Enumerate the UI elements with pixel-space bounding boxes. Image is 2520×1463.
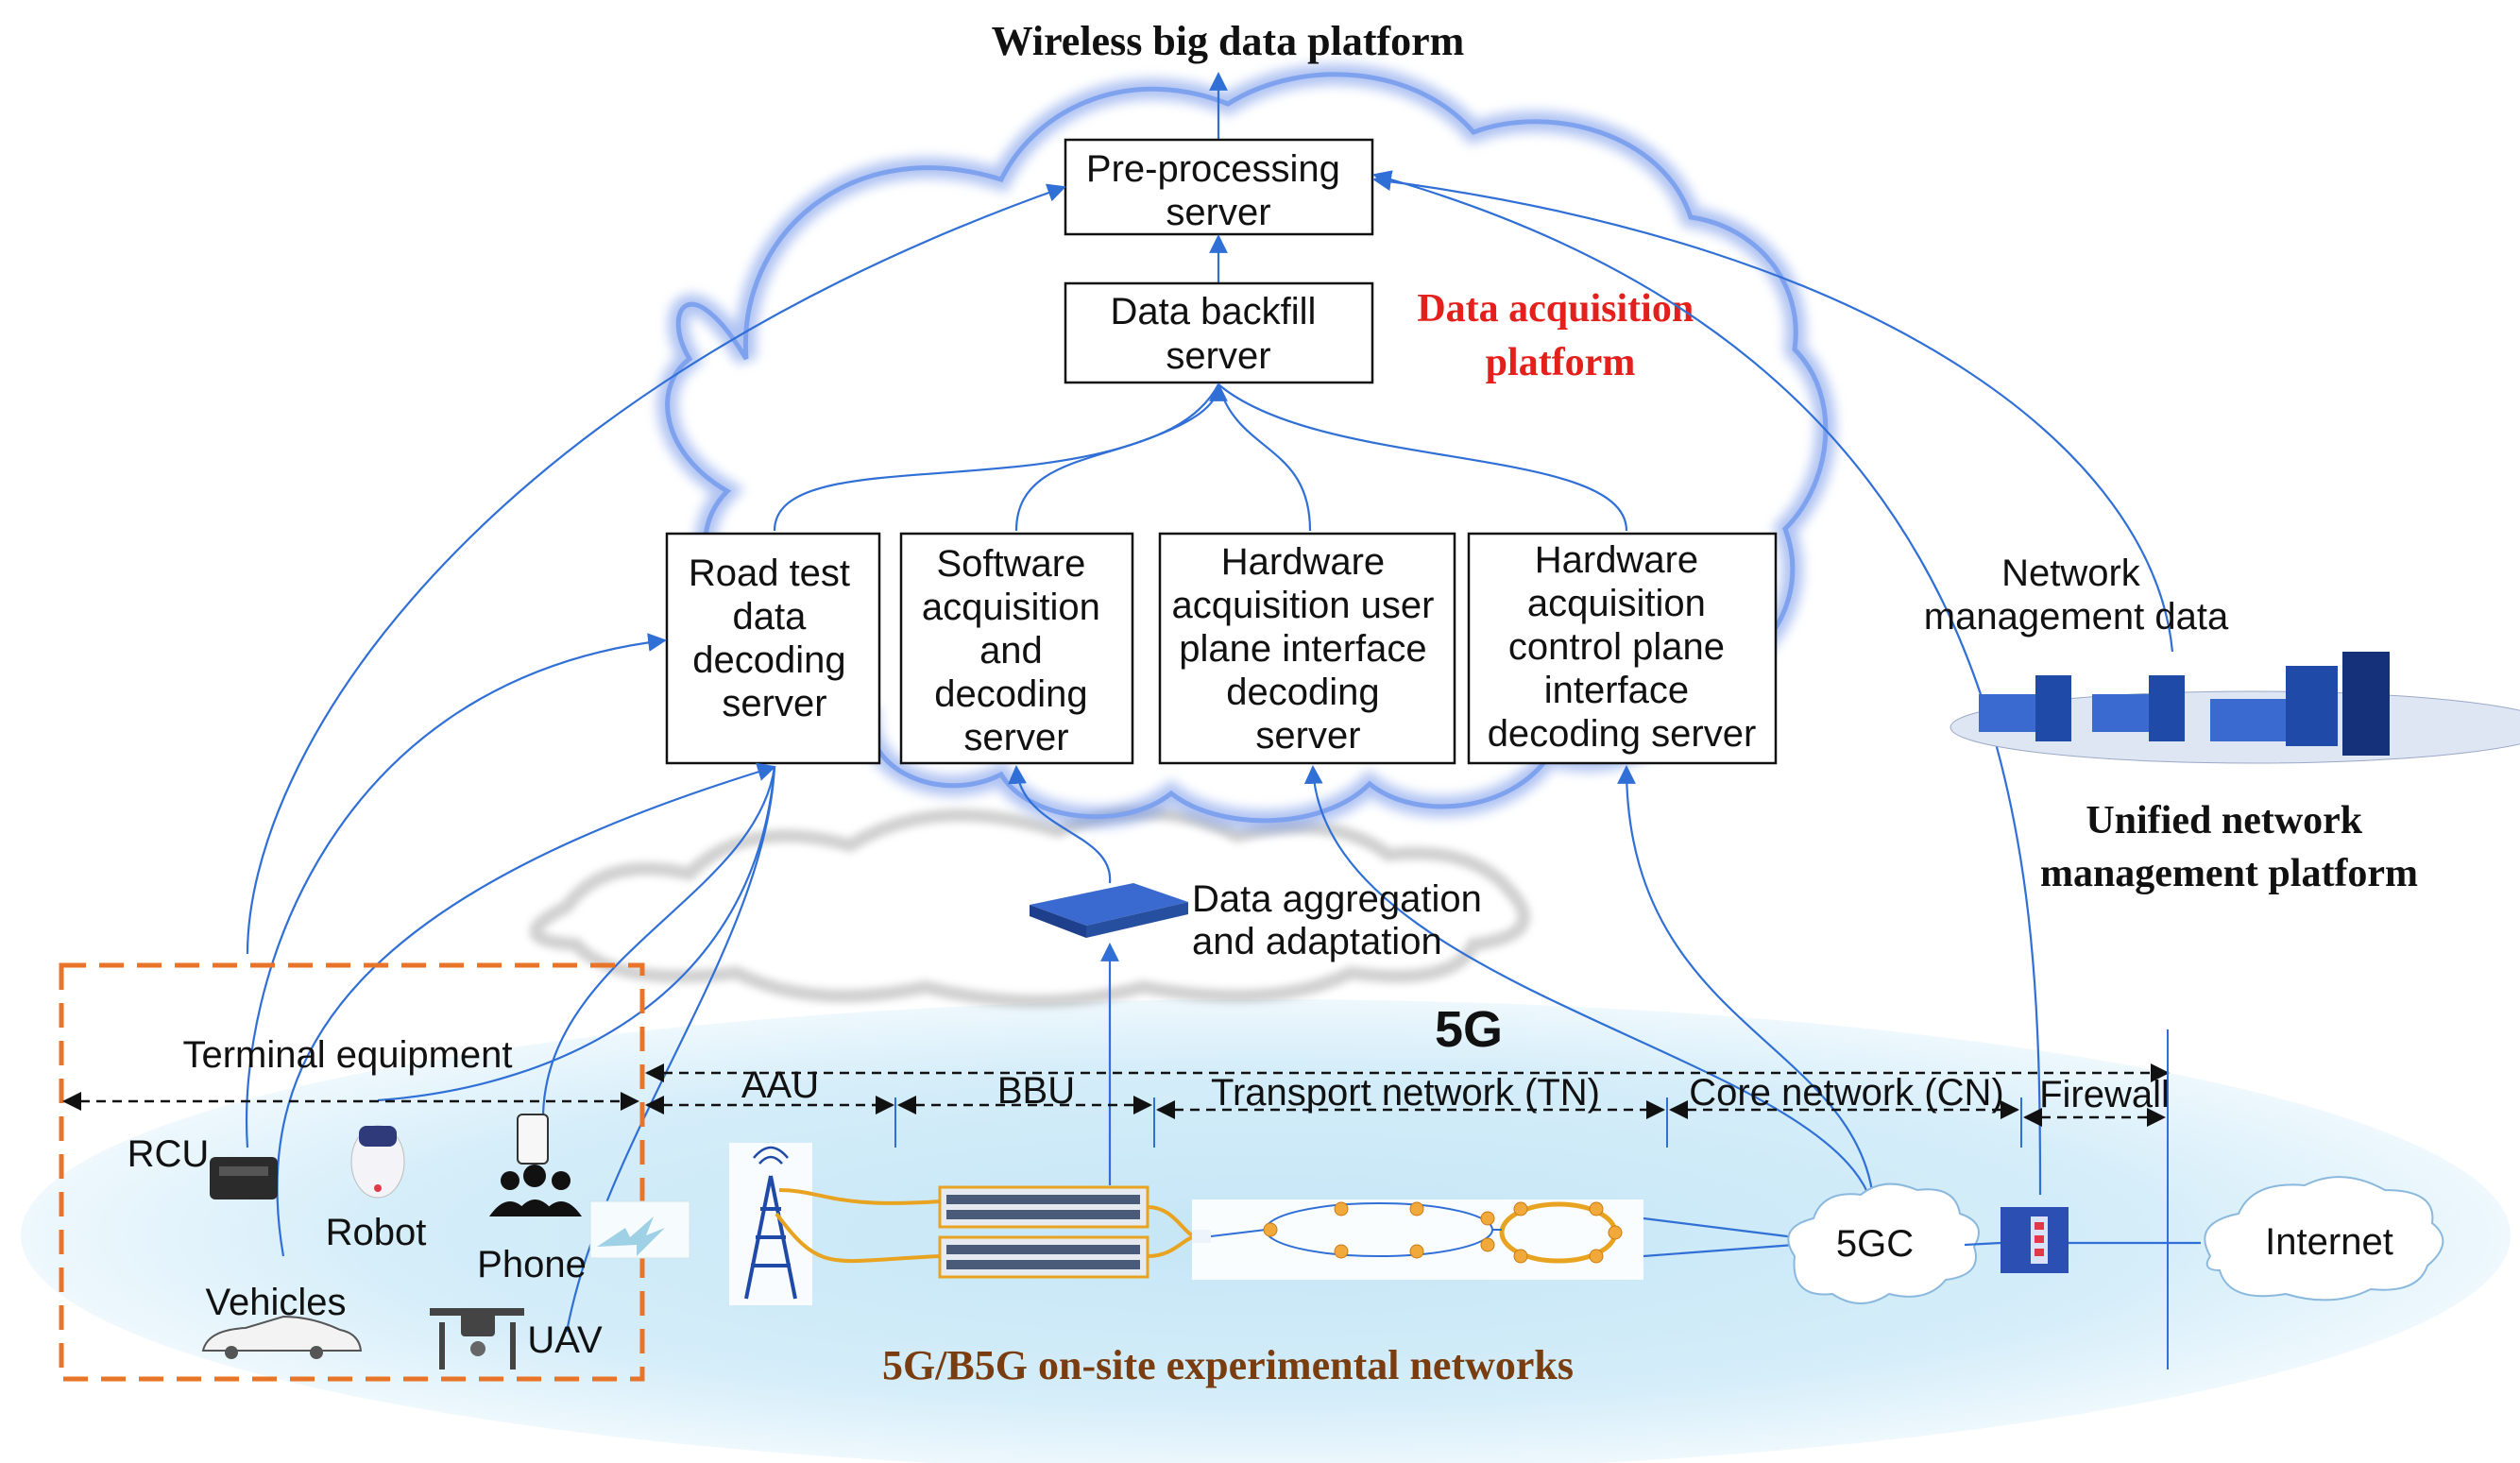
backfill-label-2: server: [1166, 335, 1270, 377]
5gc-cloud: [1787, 1182, 1980, 1304]
5g-label: 5G: [1435, 1001, 1503, 1058]
svg-text:Hardware acquisition: Hardware acquisition control plane inter…: [1488, 539, 1757, 755]
preprocessing-label-1: Pre-processing: [1086, 148, 1340, 190]
software-server-box: Software acquisition and decoding server: [899, 532, 1134, 765]
backfill-server-box: Data backfill server: [1064, 281, 1374, 384]
diagram-title: Wireless big data platform: [992, 18, 1465, 64]
terminal-equipment-box: [59, 962, 645, 1382]
backfill-label-1: Data backfill: [1111, 291, 1317, 332]
faded-cloud: [529, 807, 1531, 1008]
internet-cloud: [2204, 1176, 2444, 1301]
aggregation-switch-icon: [1030, 883, 1188, 938]
acquisition-platform-label: Data acquisition platform: [1417, 287, 1703, 384]
5gc-label: 5GC: [1836, 1223, 1914, 1265]
svg-text:Hardware acquisition use: Hardware acquisition user plane interfac…: [1171, 541, 1444, 757]
bbu-rack-icon: [938, 1185, 1149, 1279]
internet-label: Internet: [2265, 1221, 2393, 1263]
unified-platform-label: Unified network management platform: [2040, 799, 2418, 895]
hw-control-plane-server-box: Hardware acquisition control plane inter…: [1467, 532, 1778, 765]
rcu-device-icon: [210, 1157, 278, 1199]
firewall-icon: [2001, 1207, 2069, 1273]
svg-text:Data backfill server: Data backfill server: [1111, 291, 1327, 377]
base-station-tower-icon: [729, 1143, 812, 1305]
vehicles-label: Vehicles: [206, 1282, 347, 1323]
terminal-equipment-label: Terminal equipment: [182, 1034, 512, 1076]
phone-icon: [517, 1114, 549, 1165]
rcu-label: RCU: [128, 1133, 210, 1175]
footer-label: 5G/B5G on-site experimental networks: [882, 1342, 1574, 1388]
robot-icon: [350, 1125, 405, 1199]
svg-text:Pre-processing server: Pre-processing server: [1086, 148, 1351, 233]
svg-text:Software acquisition: Software acquisition and decoding server: [922, 543, 1111, 758]
ring-network-icon: [1192, 1199, 1643, 1280]
road-test-server-box: Road test data decoding server: [665, 532, 881, 765]
server-workstations-icon: [1950, 652, 2520, 764]
svg-text:Road test data dec: Road test data decoding server: [689, 553, 860, 724]
hw-user-plane-server-box: Hardware acquisition user plane interfac…: [1158, 532, 1456, 765]
network-mgmt-data-label: Network management data: [1924, 553, 2229, 638]
segment-aau-label: AAU: [741, 1064, 819, 1106]
segment-cn-label: Core network (CN): [1689, 1072, 2003, 1114]
wireless-signal-icon: [589, 1200, 690, 1259]
people-icon: [489, 1165, 582, 1216]
uav-label: UAV: [527, 1319, 603, 1361]
preprocessing-server-box: Pre-processing server: [1064, 138, 1374, 236]
preprocessing-label-2: server: [1166, 192, 1270, 233]
car-icon: [201, 1315, 363, 1359]
drone-icon: [430, 1308, 524, 1369]
aggregation-label: Data aggregation and adaptation: [1192, 878, 1492, 962]
phone-label: Phone: [477, 1244, 587, 1285]
segment-tn-label: Transport network (TN): [1211, 1072, 1600, 1114]
segment-firewall-label: Firewall: [2039, 1074, 2170, 1115]
robot-label: Robot: [326, 1212, 427, 1253]
